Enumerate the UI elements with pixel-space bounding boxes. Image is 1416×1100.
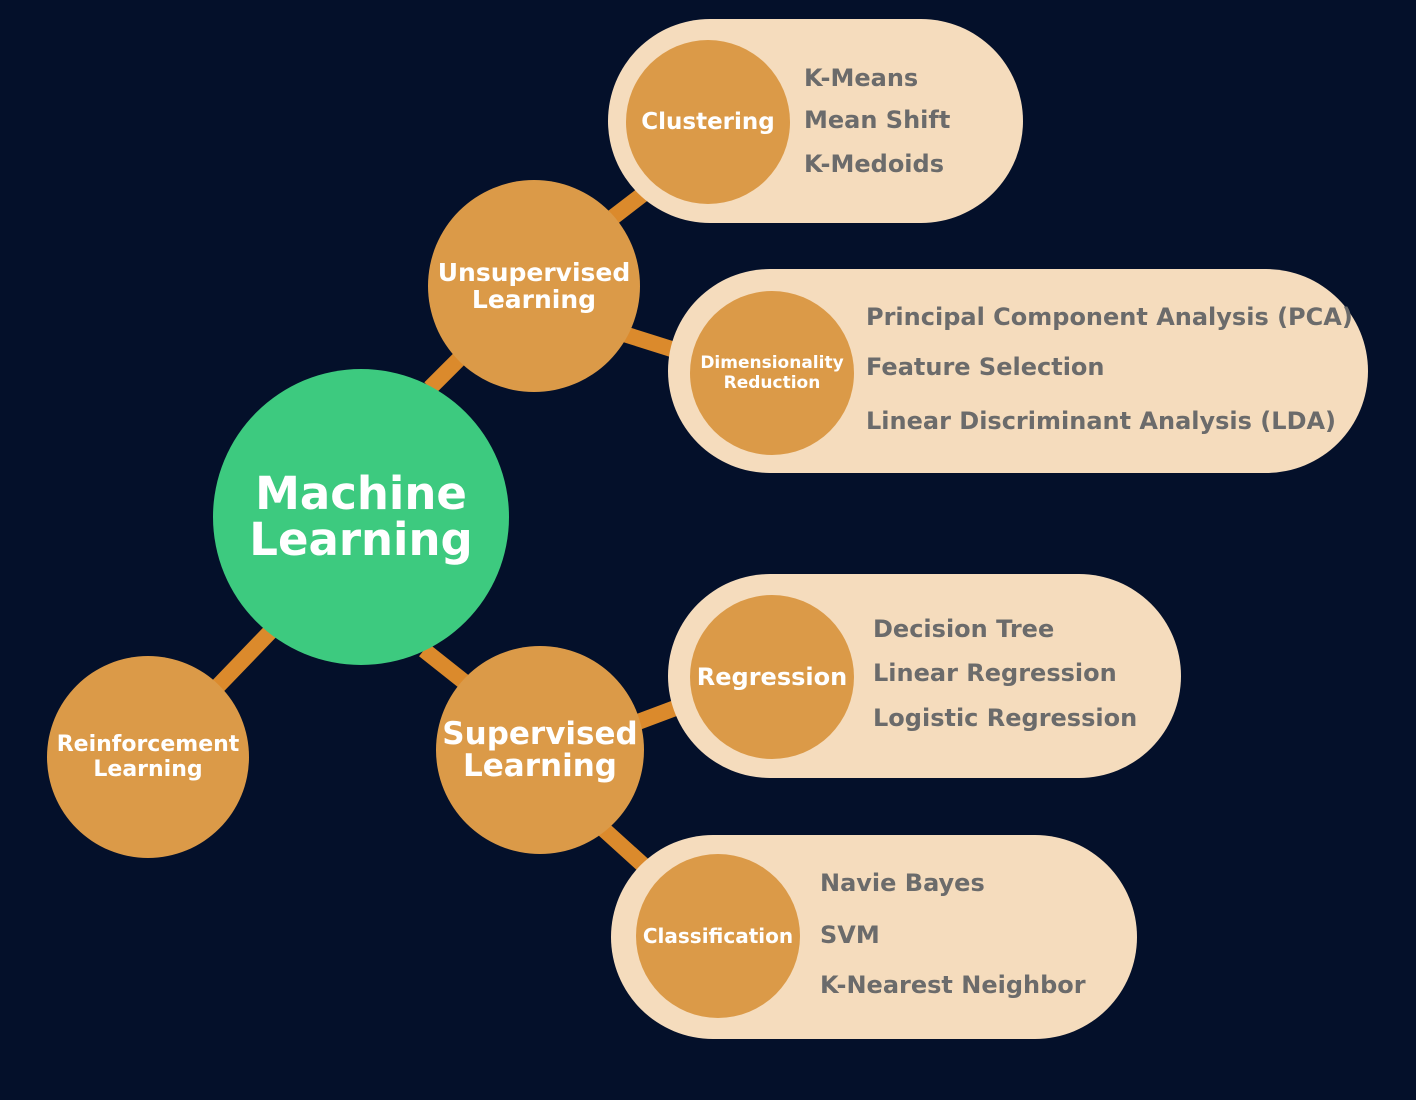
regression-node: Regression [690, 595, 854, 759]
list-item: K-Medoids [804, 150, 944, 178]
clustering-label: Clustering [641, 109, 775, 135]
supervised-label-line2: Learning [463, 748, 617, 784]
list-item: Decision Tree [873, 615, 1055, 643]
list-item: SVM [820, 921, 880, 949]
dimensionality-label-line1: Dimensionality [700, 353, 844, 373]
list-item: Linear Discriminant Analysis (LDA) [866, 407, 1337, 435]
list-item: Navie Bayes [820, 869, 985, 897]
machine-learning-root-node: Machine Learning [213, 369, 509, 665]
list-item: Mean Shift [804, 106, 951, 134]
list-item: Feature Selection [866, 353, 1105, 381]
supervised-label-line1: Supervised [442, 716, 638, 752]
unsupervised-label-line2: Learning [471, 285, 597, 314]
root-label-line2: Learning [249, 513, 473, 566]
list-item: K-Means [804, 64, 919, 92]
list-item: Linear Regression [873, 659, 1117, 687]
supervised-learning-node: Supervised Learning [436, 646, 644, 854]
clustering-node: Clustering [626, 40, 790, 204]
classification-label: Classification [642, 924, 794, 948]
connector-root-reinforcement [212, 626, 276, 692]
unsupervised-label-line1: Unsupervised [437, 258, 631, 287]
list-item: Principal Component Analysis (PCA) [866, 303, 1353, 331]
list-item: K-Nearest Neighbor [820, 971, 1086, 999]
dimensionality-label-line2: Reduction [723, 373, 821, 393]
reinforcement-learning-node: Reinforcement Learning [47, 656, 249, 858]
root-label-line1: Machine [255, 467, 467, 520]
classification-node: Classification [636, 854, 800, 1018]
dimensionality-node: Dimensionality Reduction [690, 291, 854, 455]
unsupervised-learning-node: Unsupervised Learning [428, 180, 640, 392]
reinforcement-label-line1: Reinforcement [56, 732, 240, 757]
list-item: Logistic Regression [873, 704, 1138, 732]
reinforcement-label-line2: Learning [93, 757, 203, 782]
regression-label: Regression [696, 663, 848, 691]
